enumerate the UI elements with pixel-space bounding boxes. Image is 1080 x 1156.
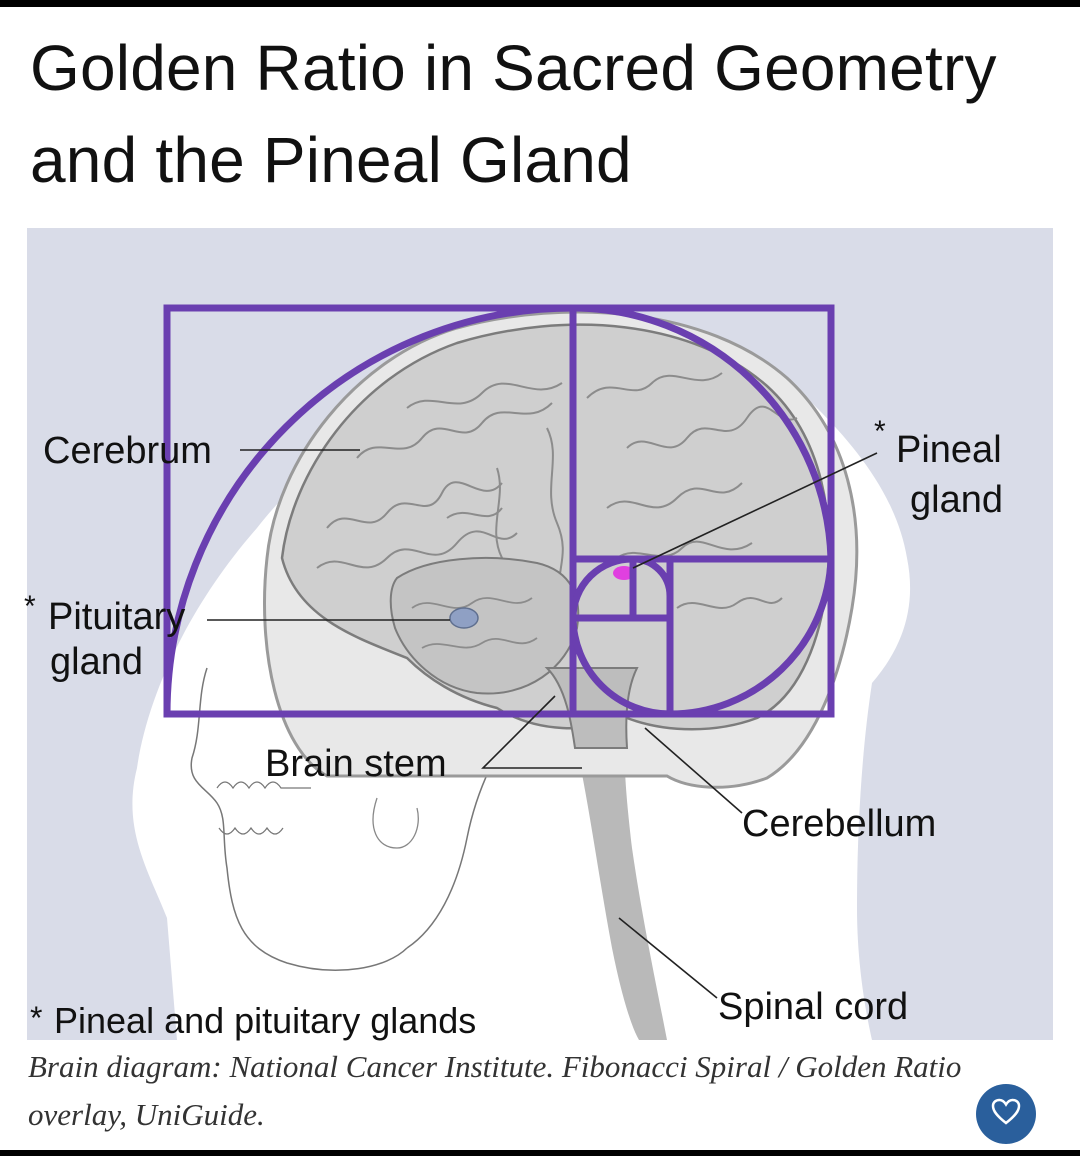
fibonacci-spiral: [163, 304, 835, 718]
pineal-asterisk: *: [874, 415, 886, 448]
top-rule: [0, 0, 1080, 7]
bottom-rule: [0, 1150, 1080, 1156]
heart-icon: [991, 1098, 1021, 1131]
spinal-cord-leader: [618, 917, 718, 999]
brain-stem-leader: [481, 695, 582, 769]
pineal-label-line1: Pineal: [896, 429, 1002, 471]
pineal-label-line2: gland: [910, 479, 1003, 521]
cerebellum-leader: [644, 727, 743, 814]
temporal-folds: [411, 597, 538, 649]
ear-outline: [372, 797, 419, 849]
leader-lines: [207, 449, 878, 999]
spinal-cord-label: Spinal cord: [718, 986, 909, 1028]
brain-diagram: [27, 228, 1053, 1040]
pituitary-asterisk: *: [24, 590, 36, 623]
pituitary-label-line2: gland: [50, 641, 143, 683]
pituitary-label-line1: Pituitary: [48, 596, 186, 638]
pineal-leader: [632, 452, 878, 569]
page-title: Golden Ratio in Sacred Geometry and the …: [30, 32, 997, 196]
image-caption: Brain diagram: National Cancer Institute…: [28, 1049, 962, 1132]
cerebrum-label: Cerebrum: [43, 430, 212, 472]
face-outline: [190, 667, 408, 971]
spinal-cord-shape: [572, 708, 667, 1040]
cerebellum-label: Cerebellum: [742, 803, 937, 845]
temporal-lobe: [389, 557, 580, 695]
footnote-asterisk: *: [30, 1000, 43, 1036]
golden-rectangle-outer: [163, 304, 835, 718]
brain-stem-label: Brain stem: [265, 743, 447, 785]
golden-ratio-overlay: [163, 304, 835, 718]
footnote-label: Pineal and pituitary glands: [54, 1000, 477, 1041]
teeth-lower: [218, 826, 284, 835]
pituitary-gland-shape: [449, 607, 479, 629]
teeth-upper: [216, 781, 311, 790]
like-button[interactable]: [976, 1084, 1036, 1144]
